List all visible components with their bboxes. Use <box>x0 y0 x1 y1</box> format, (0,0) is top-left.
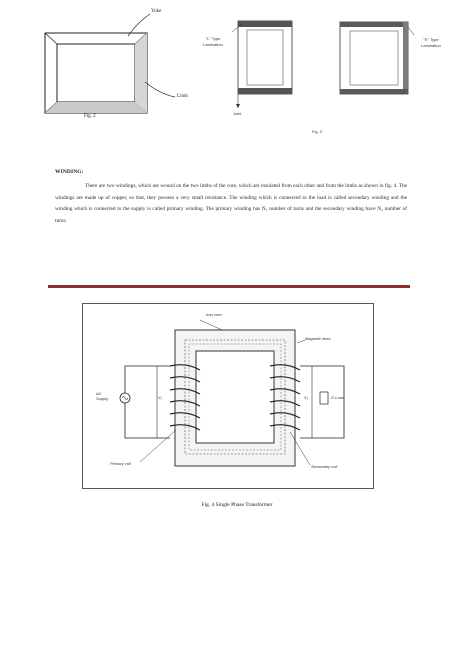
section-heading: WINDING: <box>55 169 84 175</box>
secondary-coil-label: Secondary coil <box>311 464 338 469</box>
joint-label: Joint <box>233 111 242 116</box>
ac-supply-label: AC Supply <box>96 391 109 401</box>
load-label: Zₗ Load <box>331 395 345 400</box>
fig4-caption: Fig. 4 Single Phase Transformer <box>201 502 273 508</box>
v1-label: V₁ <box>158 395 163 400</box>
e-type-label: "E" Type Lamination <box>421 37 441 48</box>
primary-coil-label: Primary coil <box>110 461 131 466</box>
primary-coil <box>169 364 201 431</box>
v2-label: V₂ <box>304 395 309 400</box>
secondary-coil <box>269 364 301 431</box>
winding-paragraph: There are two windings, which are wound … <box>55 181 407 227</box>
magnetic-lines-label: Magnetic lines <box>305 336 331 341</box>
l-type-label: "L" Type Lamination <box>203 36 223 47</box>
iron-core-label: Iron core <box>206 312 222 317</box>
limb-label: Limb <box>177 94 188 99</box>
fig2-caption: Fig. 2 <box>84 114 96 119</box>
yoke-label: Yoke <box>151 9 162 14</box>
section-divider <box>48 285 410 288</box>
fig3-caption: Fig. 3 <box>312 129 323 134</box>
winding-paragraph-text: There are two windings, which are wound … <box>55 183 407 224</box>
fig4-frame <box>82 303 374 489</box>
